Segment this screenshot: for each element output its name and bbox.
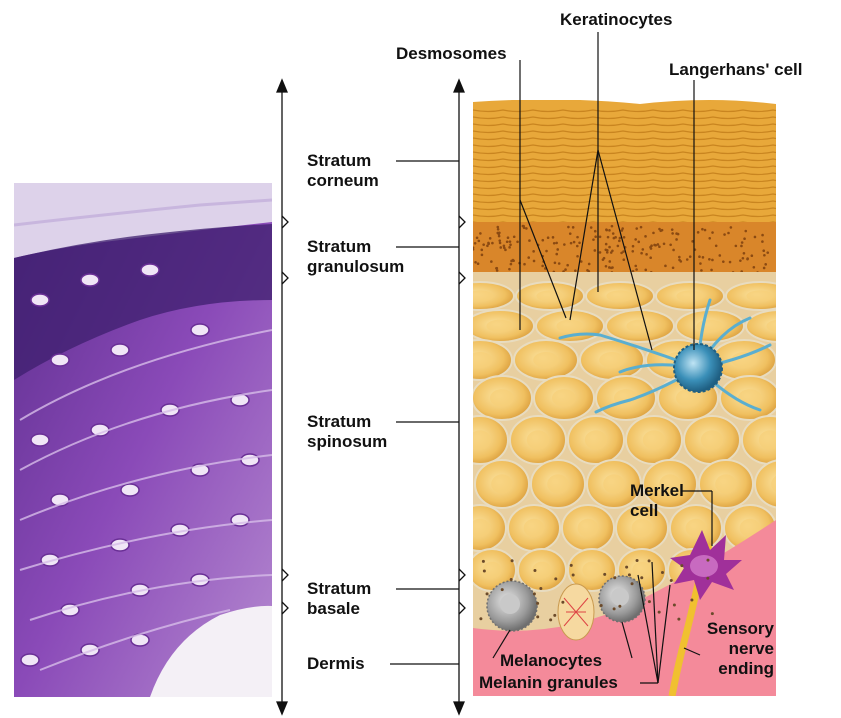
label-desmosomes: Desmosomes [396,44,507,64]
melanocyte-right [599,576,645,622]
label-langerhans-cell: Langerhans' cell [669,60,802,80]
melanocyte-left [487,581,537,631]
sensory-line3: ending [690,659,774,679]
sensory-line2: nerve [690,639,774,659]
layer-name-sub: granulosum [307,257,404,277]
langerhans-cell [674,344,722,392]
label-stratum-basale: Stratum basale [307,579,371,619]
label-keratinocytes: Keratinocytes [560,10,672,30]
histology-micrograph [14,183,272,697]
label-melanin-granules: Melanin granules [479,673,618,693]
label-sensory-nerve-ending: Sensory nerve ending [690,619,774,679]
label-melanocytes: Melanocytes [500,651,602,671]
sensory-line1: Sensory [690,619,774,639]
left-layer-axis [277,80,288,714]
layer-name-sub: spinosum [307,432,387,452]
layer-name: Stratum [307,237,404,257]
layer-name: Stratum [307,579,371,599]
label-stratum-granulosum: Stratum granulosum [307,237,404,277]
layer-name-sub: corneum [307,171,379,191]
label-merkel-cell: Merkel cell [630,481,684,521]
layer-name: Stratum [307,151,379,171]
dividing-cell [558,584,594,640]
label-dermis: Dermis [307,654,365,674]
layer-name: Dermis [307,654,365,674]
layer-name: Stratum [307,412,387,432]
label-stratum-corneum: Stratum corneum [307,151,379,191]
merkel-line2: cell [630,501,684,521]
label-stratum-spinosum: Stratum spinosum [307,412,387,452]
layer-name-sub: basale [307,599,371,619]
right-layer-axis [454,80,465,714]
merkel-line1: Merkel [630,481,684,501]
